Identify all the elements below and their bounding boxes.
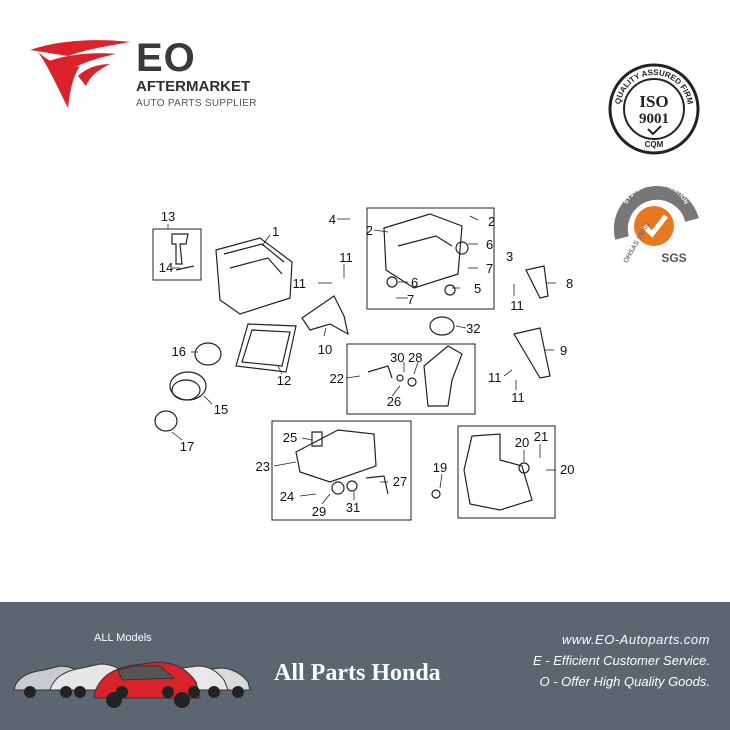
- callout-23: 23: [256, 459, 270, 474]
- part-bracket-9: [513, 327, 551, 379]
- callout-19: 19: [433, 460, 447, 475]
- car-lineup-icon: [13, 661, 251, 708]
- website-link[interactable]: www.EO-Autoparts.com: [562, 632, 710, 647]
- callout-16: 16: [172, 344, 186, 359]
- callout-5: 5: [474, 281, 481, 296]
- group-box-23: [271, 420, 412, 521]
- callout-31: 31: [346, 500, 360, 515]
- group-box-22: [346, 343, 476, 415]
- callout-13: 13: [161, 209, 175, 224]
- part-sensor: [171, 233, 189, 265]
- group-box-13: [152, 228, 202, 281]
- callout-27: 27: [393, 474, 407, 489]
- iso-9001-seal-icon: QUALITY ASSURED FIRM ISO 9001 CQM: [608, 63, 700, 155]
- callout-4: 4: [329, 212, 336, 227]
- callout-20: 20: [515, 435, 529, 450]
- part-seal-32: [429, 316, 455, 336]
- brand-name: EO: [136, 36, 196, 80]
- callout-30: 30: [390, 350, 404, 365]
- iso-org: CQM: [645, 140, 664, 149]
- callout-8: 8: [566, 276, 573, 291]
- callout-6a: 6: [486, 237, 493, 252]
- callout-24: 24: [280, 489, 294, 504]
- callout-11c: 11: [510, 298, 524, 313]
- callout-10: 10: [318, 342, 332, 357]
- callout-26: 26: [387, 394, 401, 409]
- footer-title: All Parts Honda: [274, 660, 441, 686]
- callout-21: 21: [534, 429, 548, 444]
- callout-9: 9: [560, 343, 567, 358]
- callout-1: 1: [272, 224, 279, 239]
- callout-2b: 2: [488, 214, 495, 229]
- slogan-line-2: O - Offer High Quality Goods.: [539, 674, 710, 689]
- brand-block[interactable]: EO AFTERMARKET AUTO PARTS SUPPLIER: [28, 36, 288, 116]
- callout-32: 32: [466, 321, 480, 336]
- eo-wing-logo-icon: [30, 40, 130, 108]
- part-clamp-16: [194, 342, 222, 366]
- models-label: ALL Models: [94, 632, 152, 644]
- part-duct-22: [423, 345, 463, 407]
- group-box-3: [366, 207, 495, 310]
- footer-info: www.EO-Autoparts.com E - Efficient Custo…: [533, 632, 710, 695]
- part-chamber-23: [295, 429, 377, 483]
- callout-3: 3: [506, 249, 513, 264]
- part-resonator-3: [383, 213, 463, 289]
- callout-25: 25: [283, 430, 297, 445]
- callout-11b: 11: [339, 250, 353, 265]
- main-area: EO AFTERMARKET AUTO PARTS SUPPLIER QUALI…: [28, 36, 700, 521]
- callout-7b: 7: [407, 292, 414, 307]
- callout-6b: 6: [411, 275, 418, 290]
- part-box-18: [463, 433, 533, 511]
- callout-28: 28: [408, 350, 422, 365]
- callout-17: 17: [180, 439, 194, 454]
- part-clamp-17: [154, 410, 178, 432]
- part-bracket-10: [301, 295, 349, 336]
- footer-bar: ALL Models All Parts Honda www.EO-Autopa…: [0, 602, 730, 730]
- callout-2a: 2: [366, 223, 373, 238]
- callout-22: 22: [330, 371, 344, 386]
- callout-12: 12: [277, 373, 291, 388]
- part-bracket-8: [525, 265, 549, 299]
- part-air-cleaner-case: [215, 237, 293, 315]
- iso-main: ISO: [639, 92, 668, 111]
- callout-15: 15: [214, 402, 228, 417]
- brand-tagline: AFTERMARKET: [136, 78, 251, 95]
- sgs-org: SGS: [661, 251, 686, 265]
- parts-diagram: 13 1 2 2 6 3 7 5 6 7 4 8 9 11 11 11 11 1…: [152, 207, 574, 521]
- callout-7a: 7: [486, 261, 493, 276]
- brand-subtitle: AUTO PARTS SUPPLIER: [136, 98, 257, 109]
- iso-number: 9001: [639, 111, 669, 127]
- sgs-ohsas-seal-icon: SYSTEM CERTIFICATION OHSAS 18001 SGS: [613, 182, 699, 265]
- slogan-line-1: E - Efficient Customer Service.: [533, 653, 710, 668]
- callout-11d: 11: [488, 370, 502, 385]
- callout-11e: 11: [511, 390, 525, 405]
- part-air-filter: [235, 323, 297, 373]
- callout-14: 14: [159, 260, 173, 275]
- group-box-18: [457, 425, 556, 519]
- callout-11a: 11: [293, 276, 307, 291]
- callout-18: 20: [560, 462, 574, 477]
- callout-29: 29: [312, 504, 326, 519]
